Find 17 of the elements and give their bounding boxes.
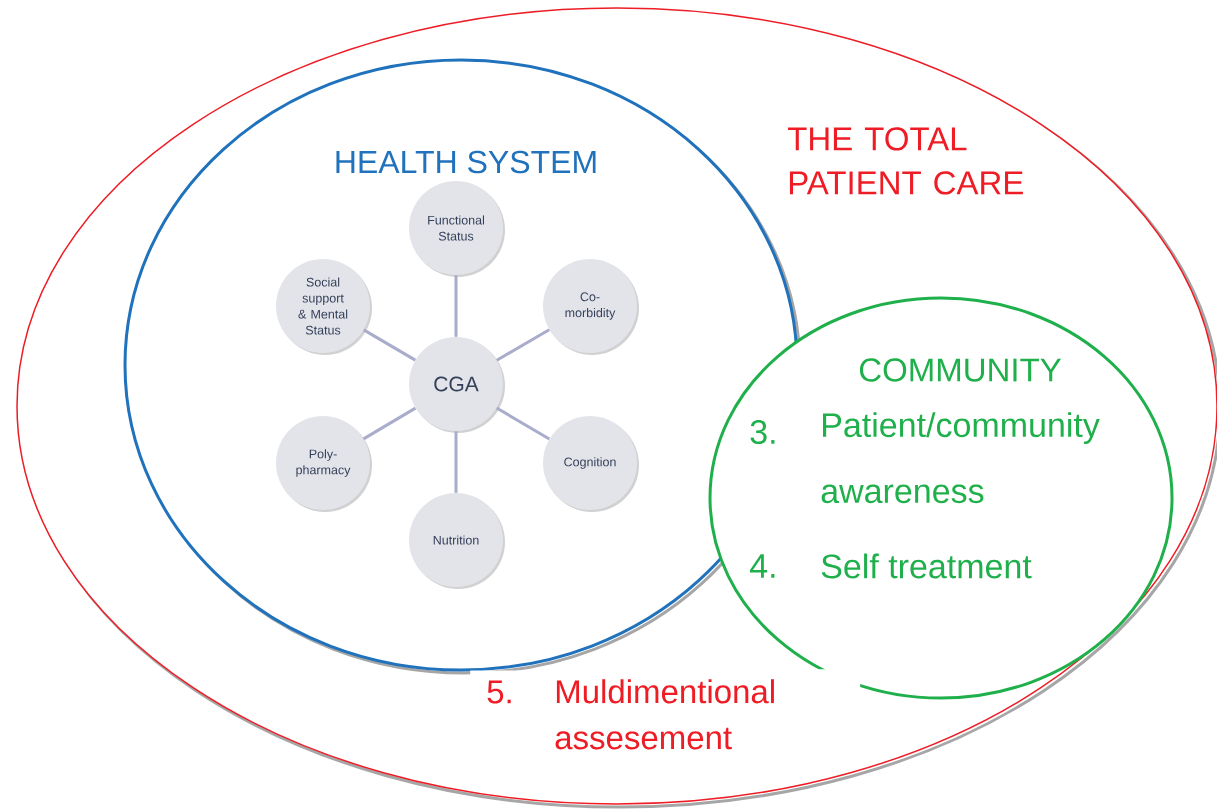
- node-label: 5.: [487, 680, 511, 704]
- connector-line: [454, 431, 458, 493]
- connector-line: [495, 406, 551, 441]
- list-item: Patient/community awareness: [821, 412, 1100, 504]
- list-number: 3.: [750, 419, 775, 445]
- list-item: Self treatment: [821, 553, 1032, 579]
- list-item: Muldimentional assesement: [538, 669, 861, 760]
- node-label: Muldimentional assesement: [555, 679, 774, 750]
- list-number: 5.: [470, 670, 530, 714]
- connector-line: [362, 328, 417, 362]
- connector-line: [454, 275, 458, 337]
- heading: THE TOTAL PATIENT CARE: [787, 127, 1023, 195]
- list-number: 4.: [750, 554, 775, 578]
- heading: HEALTH SYSTEM: [336, 150, 596, 174]
- connector-line: [496, 328, 550, 362]
- heading: COMMUNITY: [859, 358, 1061, 382]
- connector-line: [362, 406, 417, 441]
